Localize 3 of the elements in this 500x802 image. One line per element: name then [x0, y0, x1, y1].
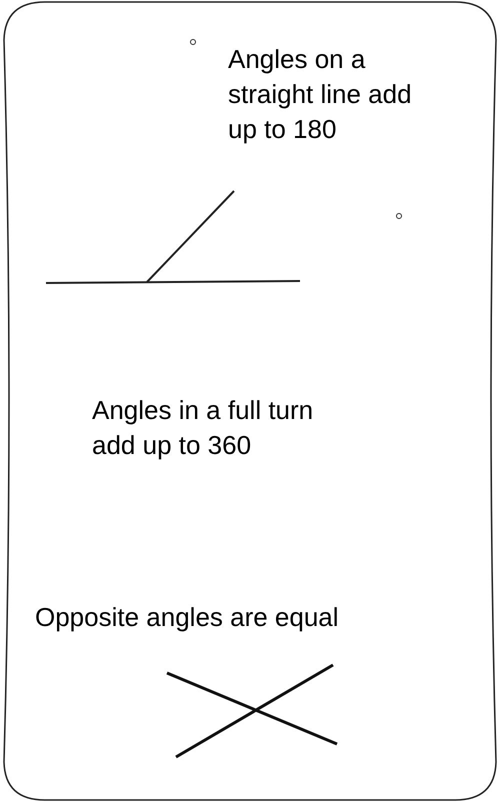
- rule-text: Opposite angles are equal: [35, 601, 340, 634]
- rule-text: Angles in a full turn add up to 360: [92, 394, 314, 462]
- rule-text: Angles on a straight line add up to 180: [228, 43, 413, 146]
